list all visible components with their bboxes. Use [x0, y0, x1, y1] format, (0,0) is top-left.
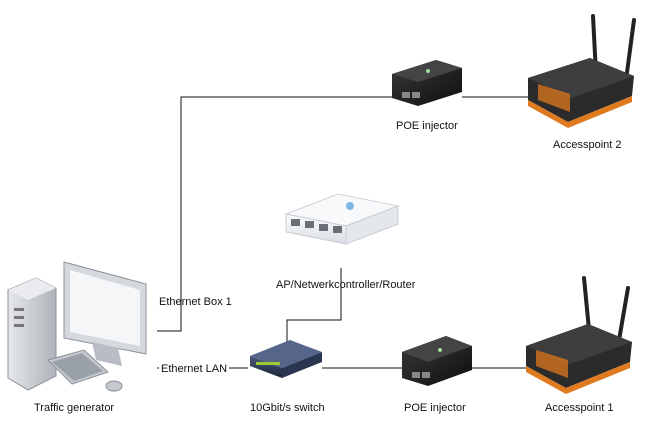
label-router: AP/Netwerkcontroller/Router — [276, 279, 416, 291]
traffic-generator-device — [7, 261, 147, 392]
label-poe-injector-top: POE injector — [396, 120, 458, 132]
switch-device — [250, 340, 322, 378]
cable-switch-to-router — [286, 268, 342, 344]
label-poe-injector-bottom: POE injector — [404, 402, 466, 414]
label-traffic-generator: Traffic generator — [34, 402, 115, 414]
label-ethernet-lan: Ethernet LAN — [159, 363, 230, 376]
accesspoint-1-device — [526, 276, 632, 394]
router-device — [284, 193, 400, 245]
accesspoint-2-device — [528, 14, 636, 128]
label-accesspoint-1: Accesspoint 1 — [545, 402, 614, 414]
label-ethernet-box-1: Ethernet Box 1 — [159, 296, 232, 308]
cable-pc-to-poe-top — [157, 96, 393, 332]
poe-injector-top-device — [392, 60, 462, 106]
poe-injector-bottom-device — [402, 336, 472, 386]
label-switch: 10Gbit/s switch — [250, 402, 325, 414]
label-accesspoint-2: Accesspoint 2 — [553, 139, 622, 151]
